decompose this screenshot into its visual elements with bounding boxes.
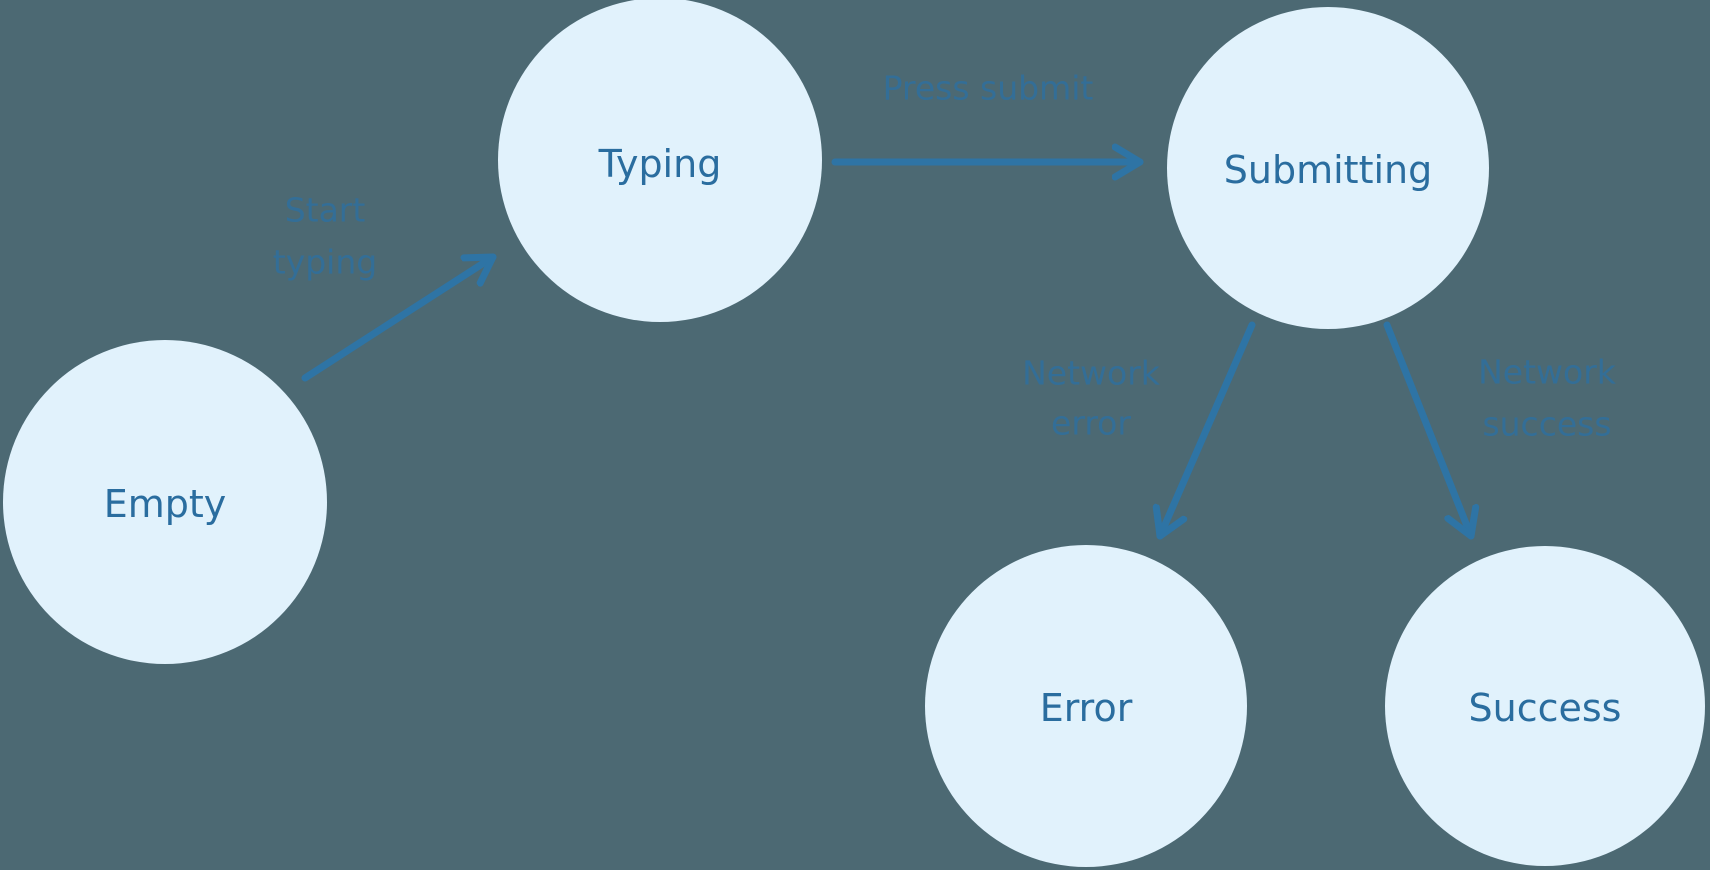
node-submitting-circle (1167, 7, 1489, 329)
edge-label-press-submit: Press submit (883, 69, 1094, 108)
node-typing-label: Typing (598, 142, 722, 186)
node-empty: Empty (3, 340, 327, 664)
edge-label-start-typing-line1: Start (285, 191, 366, 230)
node-submitting-label: Submitting (1224, 148, 1432, 192)
node-error-label: Error (1040, 686, 1133, 730)
node-success-circle (1385, 546, 1705, 866)
edge-submitting-error: Network error (1022, 321, 1256, 540)
node-error: Error (925, 545, 1247, 867)
node-typing: Typing (498, 0, 822, 322)
node-empty-circle (3, 340, 327, 664)
node-success-label: Success (1469, 686, 1622, 730)
edge-submitting-success: Network success (1383, 321, 1617, 540)
edge-label-network-error-line2: error (1051, 404, 1131, 443)
edge-label-start-typing-line2: typing (273, 243, 377, 282)
edge-empty-typing: Start typing (273, 191, 497, 382)
edge-label-network-success-line2: success (1482, 405, 1611, 444)
node-typing-circle (498, 0, 822, 322)
node-success: Success (1385, 546, 1705, 866)
node-empty-label: Empty (104, 482, 227, 526)
edge-submitting-error-arrow (1160, 321, 1256, 540)
node-submitting: Submitting (1167, 7, 1489, 329)
edge-empty-typing-arrow (301, 253, 497, 382)
edge-label-network-error-line1: Network (1022, 354, 1161, 393)
edge-label-network-success-line1: Network (1478, 353, 1617, 392)
node-error-circle (925, 545, 1247, 867)
edge-submitting-success-arrow (1383, 321, 1471, 540)
edge-typing-submitting: Press submit (831, 69, 1144, 163)
